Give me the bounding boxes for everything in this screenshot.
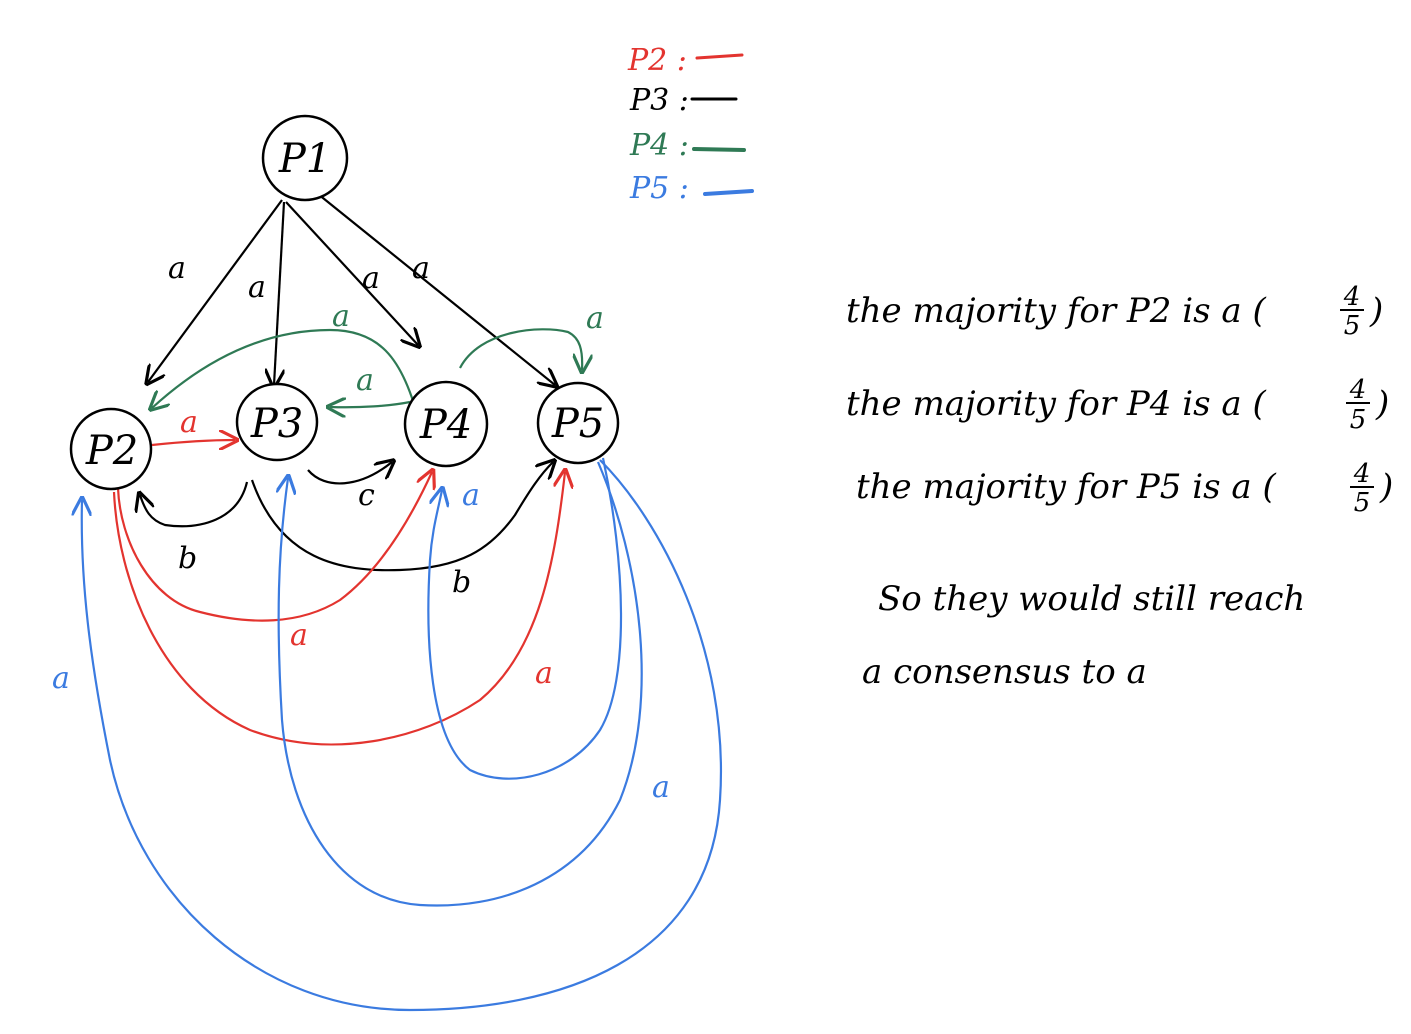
note-line-p2: the majority for P2 is a ( 4 5 ) [846, 282, 1383, 341]
legend-item-p2: P2 : [627, 43, 744, 78]
edge-label-p1-p3: a [248, 270, 266, 305]
edge-p1-p3 [274, 201, 286, 385]
legend-label: P5 : [629, 171, 689, 206]
conclusion-line-1: So they would still reach [878, 579, 1305, 619]
frac-denominator: 5 [1354, 488, 1371, 518]
legend-swatch [695, 53, 744, 60]
edge-p1-p4 [285, 201, 418, 345]
note-text: the majority for P2 is a ( [846, 291, 1266, 331]
node-label: P2 [85, 428, 138, 474]
close-paren: ) [1379, 467, 1393, 507]
edge-labels: a a a a a a a a a a b c b a a a [52, 251, 670, 805]
edge-p5-p4 [427, 457, 623, 780]
frac-numerator: 4 [1343, 282, 1361, 312]
node-label: P5 [551, 401, 604, 447]
node-label: P1 [278, 136, 331, 182]
node-label: P3 [250, 401, 303, 447]
node-p2: P2 [69, 407, 153, 491]
node-label: P4 [419, 402, 472, 448]
close-paren: ) [1369, 291, 1383, 331]
legend-label: P2 : [627, 43, 687, 78]
edges-p1 [148, 193, 555, 385]
edge-p3-p4 [307, 462, 392, 485]
edge-label-p3-p5: b [452, 565, 471, 600]
edges-p3 [140, 462, 553, 572]
nodes: P1 P2 P3 P4 P5 [69, 114, 620, 491]
legend-label: P4 : [629, 128, 689, 163]
conclusion-line-2: a consensus to a [862, 652, 1147, 692]
edge-label-p2-p4: a [290, 618, 308, 653]
legend-swatch [703, 189, 754, 196]
legend-item-p3: P3 : [629, 83, 738, 118]
edge-label-p2-p5: a [535, 656, 553, 691]
node-p5: P5 [536, 381, 620, 465]
edge-p2-p4 [116, 472, 432, 622]
edge-p2-p5 [112, 472, 565, 746]
edge-label-p4-p3: a [356, 363, 374, 398]
note-line-p5: the majority for P5 is a ( 4 5 ) [856, 459, 1393, 518]
edge-label-p1-p2: a [168, 251, 186, 286]
edge-p1-p5 [317, 193, 555, 385]
edge-label-p2-p3: a [180, 405, 198, 440]
legend-item-p5: P5 : [629, 171, 754, 206]
frac-denominator: 5 [1350, 405, 1367, 435]
edge-label-p4-p5: a [586, 301, 604, 336]
node-p4: P4 [403, 380, 489, 468]
node-p1: P1 [261, 114, 349, 202]
edge-label-p3-p4: c [358, 478, 375, 513]
legend-swatch [692, 147, 746, 152]
edge-p2-p3 [151, 440, 235, 445]
edge-p3-p2 [140, 481, 249, 528]
close-paren: ) [1375, 384, 1389, 424]
edge-label-p1-p4: a [362, 261, 380, 296]
edge-p5-p3 [279, 461, 643, 907]
note-line-p4: the majority for P4 is a ( 4 5 ) [846, 375, 1389, 435]
edges-p5 [82, 457, 723, 1012]
edges-p4 [152, 328, 582, 408]
frac-denominator: 5 [1344, 311, 1361, 341]
edge-label-p5-p2: a [52, 661, 70, 696]
edge-label-p4-p2: a [332, 299, 350, 334]
edge-p4-p2 [152, 328, 416, 408]
edge-label-p1-p5: a [412, 251, 430, 286]
edge-p1-p2 [148, 199, 283, 382]
edge-p5-p2 [82, 459, 723, 1012]
legend-item-p4: P4 : [629, 128, 746, 163]
edge-label-p5-p4: a [462, 478, 480, 513]
edge-label-p3-p2: b [178, 541, 197, 576]
node-p3: P3 [235, 382, 319, 462]
notes: the majority for P2 is a ( 4 5 ) the maj… [846, 282, 1393, 692]
legend: P2 : P3 : P4 : P5 : [627, 43, 754, 206]
edge-label-p5-p3: a [652, 770, 670, 805]
legend-label: P3 : [629, 83, 689, 118]
frac-numerator: 4 [1349, 375, 1367, 405]
edge-p3-p5 [250, 462, 553, 572]
frac-numerator: 4 [1353, 459, 1371, 489]
note-text: the majority for P5 is a ( [856, 467, 1276, 507]
edge-p4-p3 [330, 402, 411, 407]
edges-p2 [112, 440, 565, 746]
note-text: the majority for P4 is a ( [846, 384, 1266, 424]
edge-p4-p5 [459, 328, 582, 370]
